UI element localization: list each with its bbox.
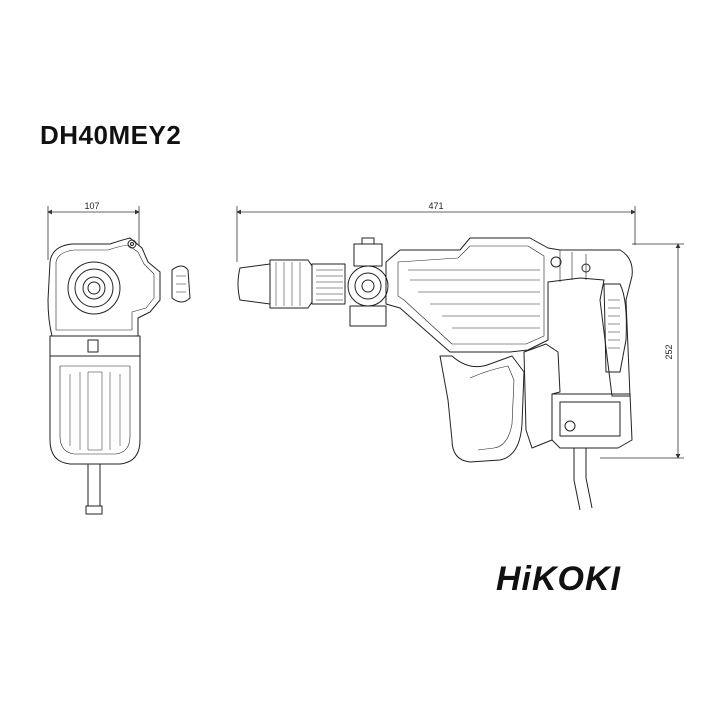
dimension-height-label: 252 [664, 344, 674, 359]
brand-logo: HiKOKI [496, 560, 621, 598]
dimension-height [600, 243, 684, 459]
front-view [47, 237, 191, 515]
dimension-width-label: 107 [84, 201, 99, 211]
dimension-length [236, 206, 636, 262]
dimension-length-label: 471 [428, 201, 443, 211]
dimension-width [47, 206, 140, 260]
model-title: DH40MEY2 [40, 120, 182, 150]
side-view [237, 237, 633, 511]
